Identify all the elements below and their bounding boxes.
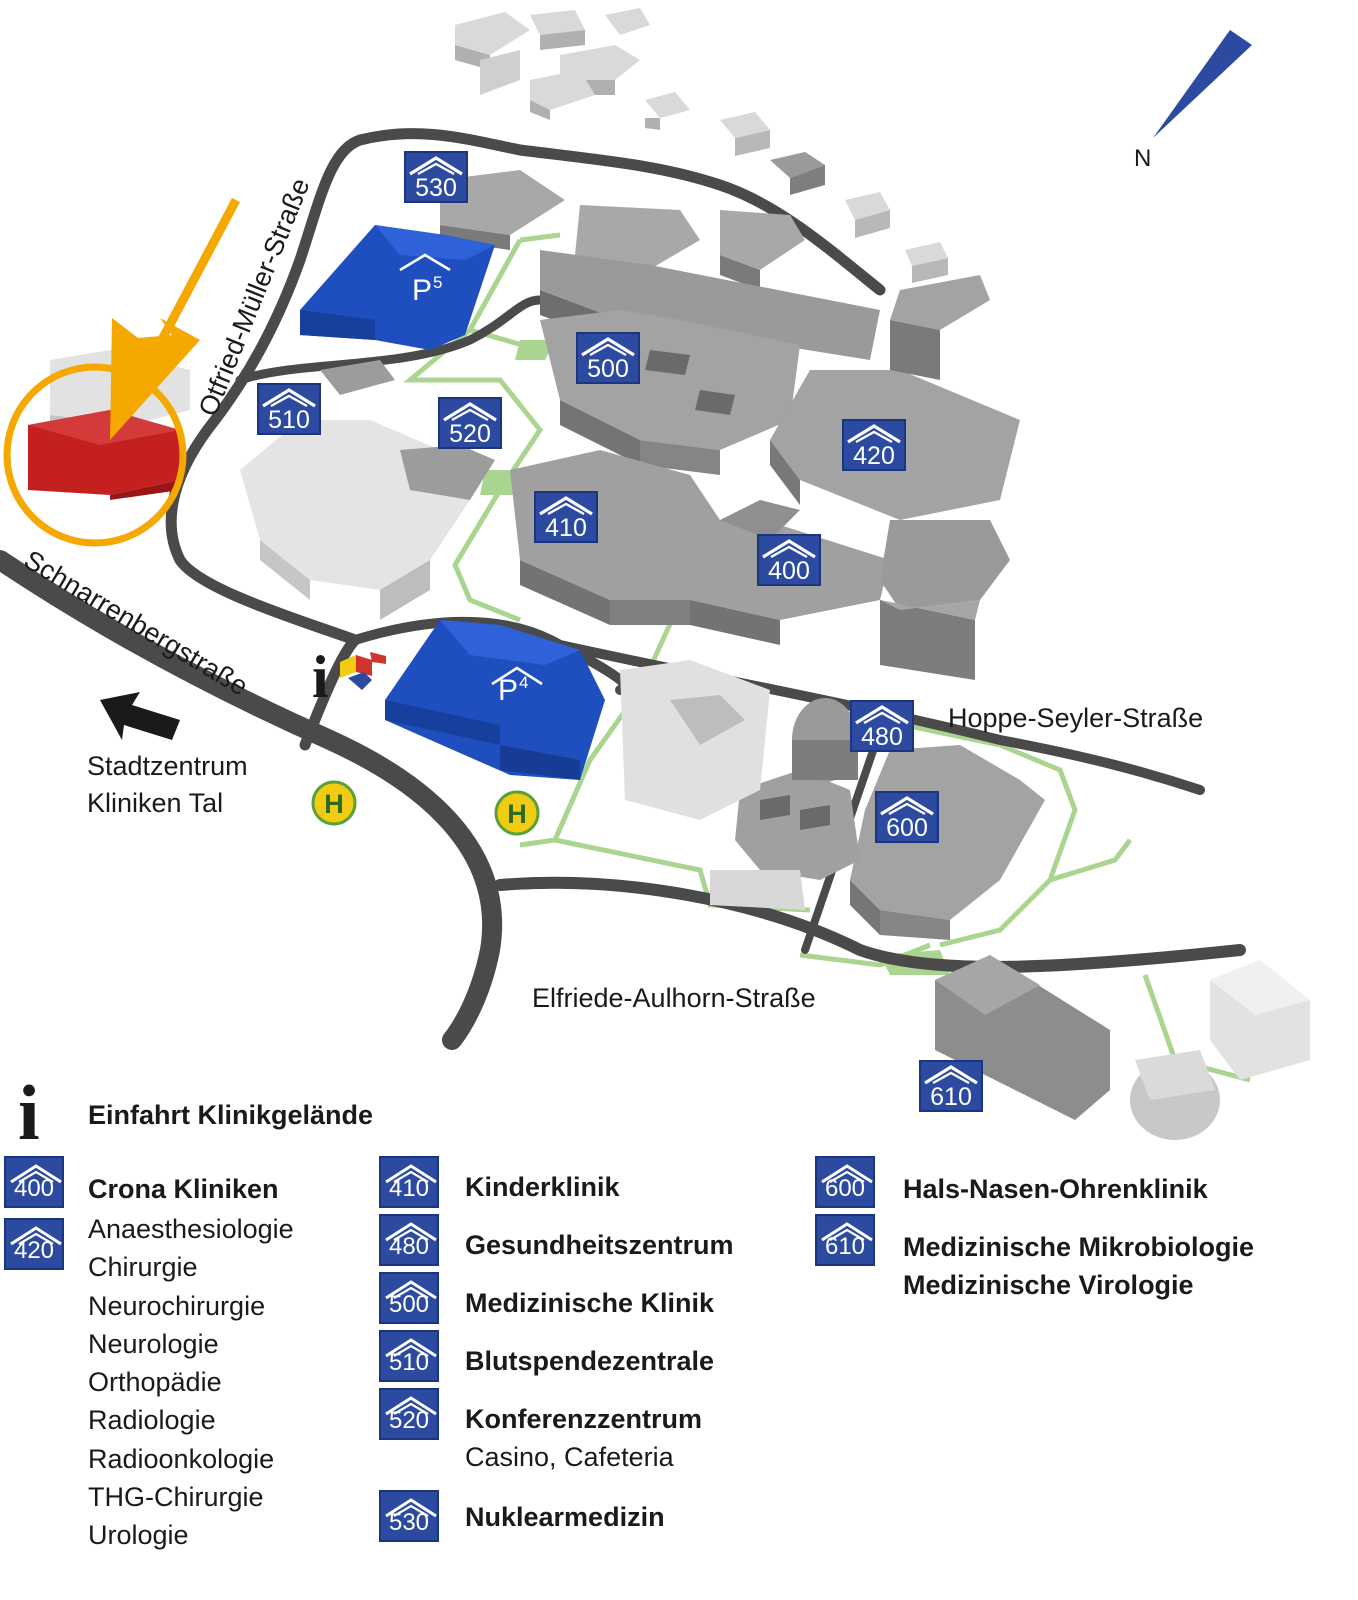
highlighted-building [3, 350, 190, 547]
list-item: Urologie [88, 1520, 189, 1551]
clinic-buildings [440, 170, 1220, 1140]
p5-sub: 5 [433, 273, 442, 292]
legend-badge-400: 400 [4, 1156, 64, 1208]
badge-510: 510 [257, 383, 321, 435]
badge-600: 600 [875, 791, 939, 843]
svg-text:510: 510 [268, 406, 310, 434]
svg-text:500: 500 [587, 355, 629, 383]
svg-text:530: 530 [415, 174, 457, 202]
list-item: Neurochirurgie [88, 1290, 266, 1321]
legend-title-410: Kinderklinik [465, 1172, 620, 1202]
legend-badge-600: 600 [815, 1156, 875, 1208]
legend-title-610: Medizinische Mikrobiologie [903, 1232, 1255, 1262]
badge-500: 500 [576, 332, 640, 384]
entrance-info-icon: i [312, 644, 386, 710]
list-item: Neurologie [88, 1328, 219, 1359]
list-item: Orthopädie [88, 1367, 222, 1398]
direction-arrow-icon [100, 692, 180, 740]
bus-stop-icon-1: H [311, 780, 357, 826]
light-buildings [240, 360, 1310, 1080]
parking-garage-p5 [300, 225, 495, 350]
list-item: Radioonkologie [88, 1443, 275, 1474]
svg-text:410: 410 [545, 514, 587, 542]
badge-530: 530 [404, 151, 468, 203]
pointer-arrow-icon [110, 197, 240, 440]
svg-text:H: H [507, 799, 527, 829]
street-elfriede: Elfriede-Aulhorn-Straße [532, 983, 816, 1013]
legend-badge-410: 410 [379, 1156, 439, 1208]
upper-side-road [235, 295, 545, 385]
legend-badge-500: 500 [379, 1272, 439, 1324]
schnarrenbergstrasse-road [0, 550, 503, 1050]
svg-text:520: 520 [449, 420, 491, 448]
svg-text:610: 610 [930, 1083, 972, 1111]
legend-title2-610: Medizinische Virologie [903, 1270, 1194, 1300]
otfried-mueller-road [165, 128, 886, 751]
badge-480: 480 [850, 700, 914, 752]
p5-label: P [412, 274, 432, 307]
svg-text:i: i [312, 644, 329, 710]
badge-410: 410 [534, 491, 598, 543]
legend-crona-title: Crona Kliniken [88, 1174, 279, 1204]
legend-title-500: Medizinische Klinik [465, 1288, 715, 1318]
parking-garage-p4 [385, 620, 605, 780]
bus-stop-icon-2: H [494, 790, 540, 836]
badge-420: 420 [842, 419, 906, 471]
parking-roof-icons [399, 253, 543, 686]
legend-badge-510: 510 [379, 1330, 439, 1382]
legend-title-530: Nuklearmedizin [465, 1502, 665, 1532]
legend-crona-list: Anaesthesiologie Chirurgie Neurochirurgi… [88, 1210, 294, 1555]
legend-badge-480: 480 [379, 1214, 439, 1266]
legend-title-520: Konferenzzentrum [465, 1404, 703, 1434]
badge-520: 520 [438, 397, 502, 449]
legend-title-510: Blutspendezentrale [465, 1346, 715, 1376]
legend-badge-520: 520 [379, 1388, 439, 1440]
direction-line1: Stadtzentrum [87, 751, 248, 781]
badge-610: 610 [919, 1060, 983, 1112]
list-item: Anaesthesiologie [88, 1214, 294, 1244]
svg-text:H: H [324, 789, 344, 819]
north-label: N [1134, 145, 1151, 172]
street-hoppe: Hoppe-Seyler-Straße [948, 703, 1203, 733]
svg-text:400: 400 [768, 557, 810, 585]
list-item: Radiologie [88, 1405, 216, 1436]
campus-map: P 5 P 4 i H H Stadtzentrum Kliniken Tal … [0, 8, 1310, 1140]
legend-title-480: Gesundheitszentrum [465, 1230, 734, 1260]
list-item: Chirurgie [88, 1252, 198, 1283]
elfriede-aulhorn-road [494, 876, 1246, 973]
p4-label: P [498, 674, 518, 707]
legend-sub-520: Casino, Cafeteria [465, 1442, 674, 1472]
small-buildings-north [455, 8, 948, 283]
svg-text:600: 600 [886, 814, 928, 842]
legend-badge-530: 530 [379, 1490, 439, 1542]
list-item: THG-Chirurgie [88, 1482, 264, 1513]
legend-badge-420: 420 [4, 1218, 64, 1270]
street-schnarrenberg: Schnarrenbergstraße [19, 544, 253, 701]
direction-line2: Kliniken Tal [87, 788, 223, 818]
svg-text:480: 480 [861, 723, 903, 751]
north-arrow-icon [1153, 30, 1252, 138]
p4-sub: 4 [519, 673, 528, 692]
legend-badge-610: 610 [815, 1214, 875, 1266]
svg-text:420: 420 [853, 442, 895, 470]
legend-title-600: Hals-Nasen-Ohrenklinik [903, 1174, 1208, 1204]
legend-entrance-label: Einfahrt Klinikgelände [88, 1100, 374, 1130]
badge-400: 400 [757, 534, 821, 586]
